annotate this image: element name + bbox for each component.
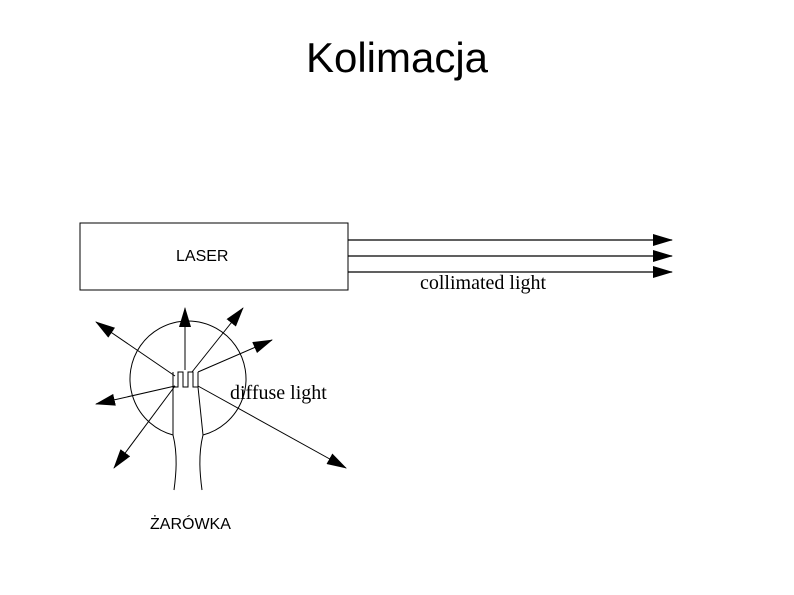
slide-title: Kolimacja bbox=[305, 34, 489, 81]
diffuse-rays bbox=[95, 307, 347, 469]
light-bulb-icon bbox=[129, 320, 247, 491]
bulb-label: ŻARÓWKA bbox=[150, 516, 231, 533]
collimated-light-label: collimated light bbox=[420, 272, 547, 294]
diffuse-light-label: diffuse light bbox=[230, 382, 327, 404]
bulb-base bbox=[172, 434, 204, 491]
bulb-filament bbox=[172, 371, 199, 388]
diffuse-ray-right bbox=[197, 339, 273, 373]
collimated-beams bbox=[348, 234, 673, 278]
diffuse-ray-downleft bbox=[113, 385, 176, 469]
laser-label: LASER bbox=[176, 248, 229, 265]
diffuse-ray-left bbox=[95, 385, 176, 406]
diffuse-ray-upleft bbox=[95, 321, 176, 377]
diffuse-ray-upright bbox=[191, 307, 244, 373]
diffuse-ray-downright bbox=[197, 385, 347, 469]
